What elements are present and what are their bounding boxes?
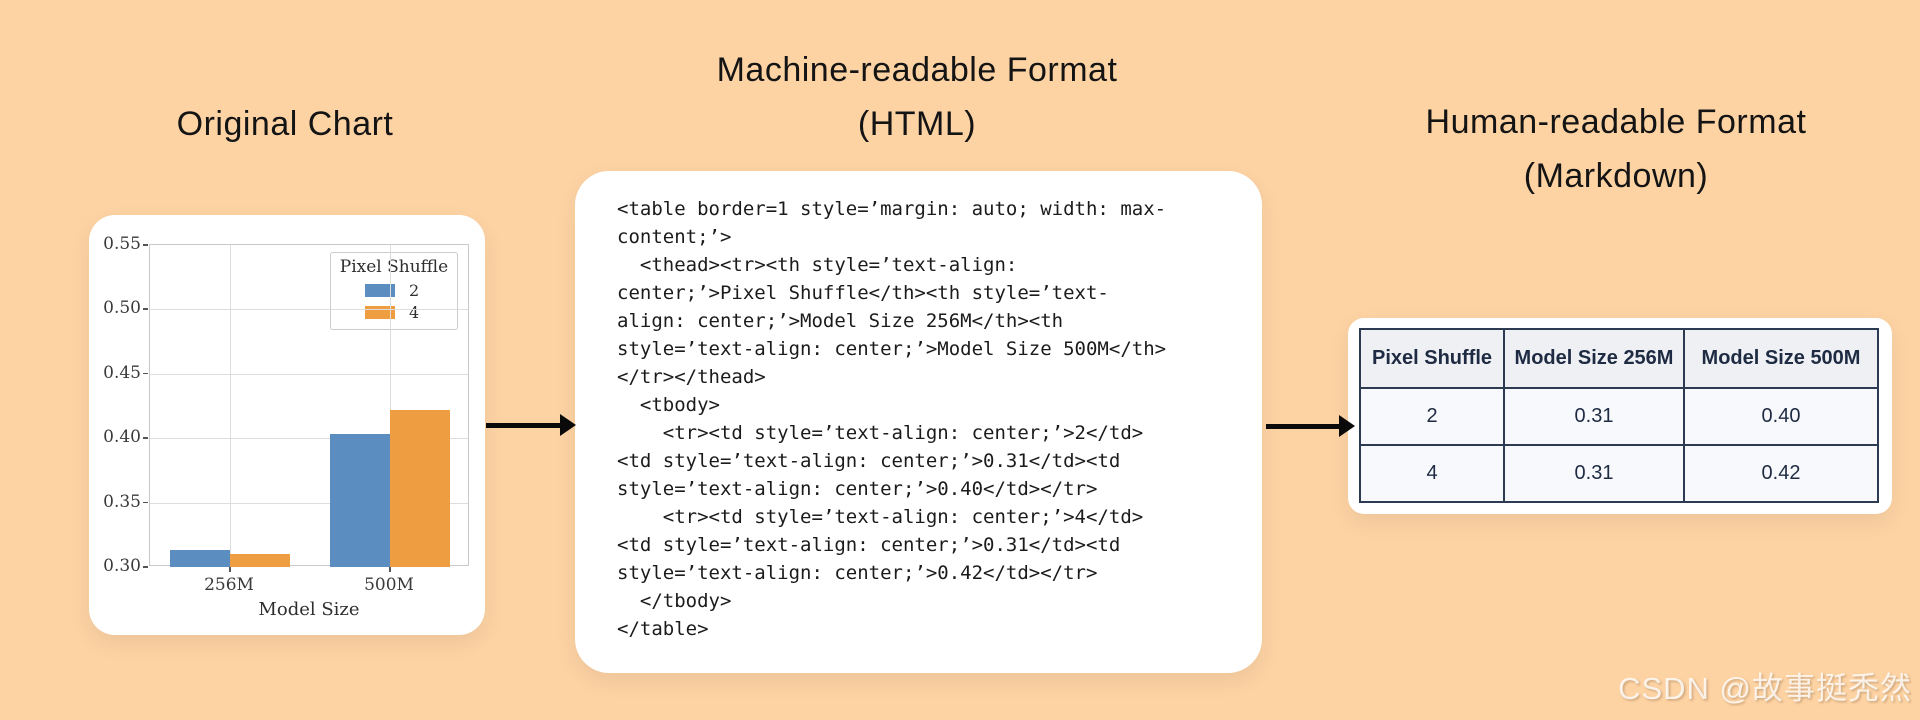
y-tick-mark — [143, 308, 148, 310]
md-table-cell: 0.40 — [1683, 387, 1879, 446]
arrow-line — [486, 423, 561, 428]
gridline — [150, 502, 468, 504]
x-tick-label: 500M — [364, 575, 414, 595]
legend-label: 2 — [409, 280, 420, 300]
chart-x-axis-label: Model Size — [258, 599, 360, 620]
arrow-chart-to-html — [486, 413, 576, 437]
bar-256M-shuffle-4 — [230, 554, 290, 567]
y-tick-label: 0.40 — [103, 427, 141, 448]
arrow-head-icon — [1339, 415, 1355, 437]
legend-swatch — [365, 283, 395, 297]
arrow-html-to-markdown — [1266, 414, 1356, 438]
html-panel-title-line1: Machine-readable Format — [716, 51, 1118, 89]
md-table-header: Model Size 500M — [1683, 328, 1879, 389]
md-table-cell: 0.31 — [1503, 387, 1685, 446]
html-panel-title-line2: (HTML) — [857, 105, 977, 143]
chart-legend-title: Pixel Shuffle — [339, 257, 449, 277]
md-table-cell: 0.31 — [1503, 444, 1685, 503]
x-tick-mark — [389, 567, 391, 572]
md-table-header: Pixel Shuffle — [1359, 328, 1505, 389]
x-tick-mark — [229, 567, 231, 572]
y-tick-mark — [143, 501, 148, 504]
html-code-card: <table border=1 style=’margin: auto; wid… — [575, 171, 1262, 673]
y-tick-mark — [143, 372, 148, 375]
y-tick-mark — [143, 437, 148, 439]
bar-500M-shuffle-4 — [390, 409, 450, 567]
y-tick-label: 0.45 — [103, 362, 141, 383]
legend-item: 4 — [337, 301, 451, 323]
legend-item: 2 — [337, 279, 451, 301]
chart-panel-title: Original Chart — [176, 105, 394, 143]
bar-256M-shuffle-2 — [170, 550, 230, 567]
csdn-watermark: CSDN @故事挺秃然 — [1618, 671, 1912, 706]
y-tick-label: 0.55 — [103, 234, 141, 254]
y-tick-label: 0.30 — [103, 556, 141, 576]
markdown-panel-title: Human-readable Format (Markdown) — [1346, 95, 1886, 203]
html-code-block: <table border=1 style=’margin: auto; wid… — [617, 198, 1167, 640]
md-table-cell: 0.42 — [1683, 444, 1879, 503]
x-tick-label: 256M — [204, 575, 254, 595]
y-tick-label: 0.35 — [103, 491, 141, 512]
gridline — [150, 373, 468, 375]
md-table-header: Model Size 256M — [1503, 328, 1685, 389]
html-panel-title: Machine-readable Format (HTML) — [647, 43, 1187, 151]
gridline — [150, 309, 468, 311]
y-tick-mark — [143, 566, 148, 568]
gridline — [230, 245, 231, 565]
y-tick-mark — [143, 244, 148, 246]
markdown-panel-title-line2: (Markdown) — [1523, 157, 1709, 195]
arrow-head-icon — [560, 414, 576, 436]
y-tick-label: 0.50 — [103, 298, 141, 319]
markdown-panel-title-line1: Human-readable Format — [1425, 103, 1807, 141]
gridline — [150, 438, 468, 440]
md-table-cell: 2 — [1359, 387, 1505, 446]
gridline — [390, 245, 391, 565]
arrow-line — [1266, 424, 1340, 429]
bar-500M-shuffle-2 — [330, 434, 390, 567]
legend-label: 4 — [409, 302, 420, 322]
md-table-cell: 4 — [1359, 444, 1505, 503]
legend-swatch — [365, 305, 395, 319]
